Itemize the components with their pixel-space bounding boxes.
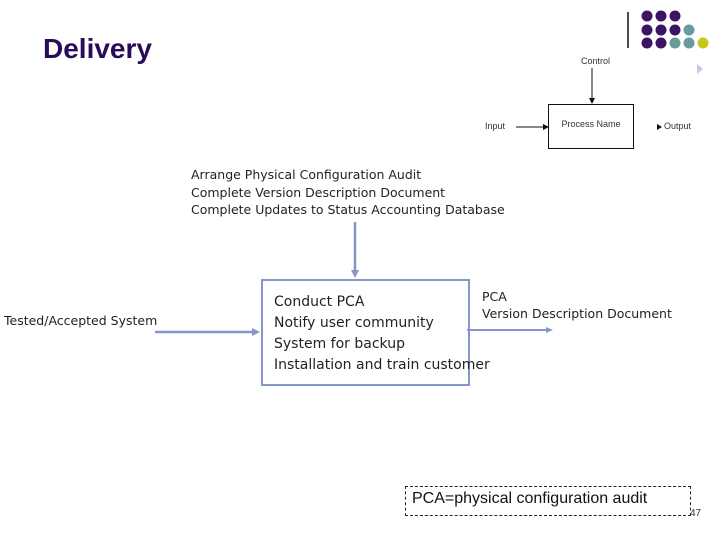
arrowhead-icon — [546, 327, 553, 333]
dot — [683, 24, 695, 36]
dot — [697, 37, 709, 49]
output-item: Version Description Document — [482, 305, 672, 321]
arrowhead-icon — [543, 124, 549, 130]
note-text: PCA=physical configuration audit — [412, 490, 648, 507]
page-number: 47 — [690, 508, 702, 519]
legend-input-label: Input — [485, 121, 506, 131]
dot — [641, 24, 653, 36]
arrowhead-icon — [351, 270, 359, 278]
process-step: Conduct PCA — [274, 294, 365, 310]
output-item: PCA — [482, 289, 507, 304]
input-label: Tested/Accepted System — [4, 313, 158, 328]
controls-list: Arrange Physical Configuration Audit Com… — [191, 166, 505, 219]
process-box — [261, 279, 470, 386]
process-step: Installation and train customer — [274, 357, 490, 373]
arrowhead-icon — [657, 124, 662, 130]
legend-control-label: Control — [581, 56, 611, 66]
dot — [641, 37, 653, 49]
legend-process-box — [548, 104, 634, 149]
process-step: System for backup — [274, 336, 405, 352]
legend-process-label: Process Name — [561, 119, 621, 129]
dot — [641, 10, 653, 22]
control-item: Complete Updates to Status Accounting Da… — [191, 202, 505, 217]
legend-output-label: Output — [664, 121, 692, 131]
dot — [655, 24, 667, 36]
decorative-dots — [641, 10, 709, 49]
slide-title: Delivery — [43, 33, 152, 64]
dot — [683, 37, 695, 49]
dot — [655, 10, 667, 22]
arrowhead-icon — [589, 98, 595, 104]
process-step: Notify user community — [274, 315, 434, 331]
dot — [655, 37, 667, 49]
dot — [669, 10, 681, 22]
note-box — [405, 486, 691, 516]
dot — [669, 37, 681, 49]
arrowhead-icon — [252, 328, 260, 336]
control-item: Complete Version Description Document — [191, 184, 446, 200]
outputs-list: PCA Version Description Document — [482, 289, 672, 322]
control-item: Arrange Physical Configuration Audit — [191, 167, 422, 182]
dot — [669, 24, 681, 36]
bullet-triangle-icon — [697, 64, 703, 74]
process-steps: Conduct PCA Notify user community System… — [274, 292, 490, 376]
